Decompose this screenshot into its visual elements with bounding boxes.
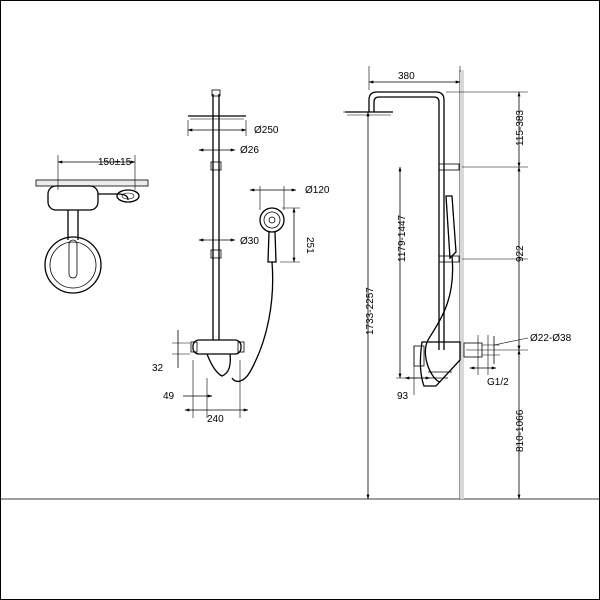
dim-spout-h-label: 32 [152, 363, 164, 374]
dim-projection-label: 380 [398, 71, 415, 82]
top-view-mixer-body [47, 185, 99, 211]
top-view-hand-shower-inner [121, 192, 135, 200]
dim-overall-label: 1733-2257 [365, 287, 376, 335]
front-hand-shower-handle [267, 231, 277, 263]
dim-riser-label: Ø30 [240, 236, 259, 247]
dim-bracket-label: 922 [515, 245, 526, 262]
top-view-arm [67, 210, 79, 240]
side-bracket-bottom [438, 255, 460, 263]
front-riser-joint-2 [210, 249, 222, 259]
side-wall-inlet [463, 342, 483, 358]
front-riser-joint-1 [210, 161, 222, 171]
front-hose [231, 261, 274, 383]
dim-hand-dia-label: Ø120 [305, 185, 330, 196]
dim-head-label: Ø250 [254, 125, 279, 136]
dim-offset-label: 93 [397, 391, 409, 402]
front-hand-shower-outer [259, 207, 285, 233]
dim-wallpipe-label: Ø22-Ø38 [530, 333, 572, 344]
dim-thread-label: G1/2 [487, 377, 509, 388]
dim-riser-length-label: 1179-1447 [397, 214, 408, 262]
front-mixer-knob-right [237, 341, 245, 353]
front-spout [206, 353, 231, 377]
top-view-handle [98, 193, 129, 201]
front-mixer-knob-left [190, 341, 198, 353]
front-hand-shower-center [268, 216, 276, 224]
front-view: Ø250 Ø26 Ø30 Ø120 251 32 [152, 89, 330, 425]
dim-spout-d-label: 49 [163, 391, 175, 402]
side-bracket-top [438, 163, 460, 171]
front-hand-shower-inner [263, 211, 281, 229]
dim-hand-len-label: 251 [304, 237, 315, 254]
dim-wallpipe-leader [493, 337, 529, 346]
side-view: 380 115-383 922 810-1066 1733-2257 1179-… [343, 66, 572, 500]
side-hose [424, 255, 454, 383]
top-view-head-inner [49, 241, 97, 289]
side-head-arm [368, 91, 445, 350]
top-view-hand-shower [116, 189, 140, 203]
front-mixer-body [192, 339, 242, 355]
top-view-wall [35, 179, 149, 187]
top-view: 150±15 [35, 155, 149, 294]
side-head-arm-inner [373, 96, 440, 350]
dim-spacing-label: 150±15 [98, 157, 132, 168]
dim-head-drop-label: 115-383 [515, 110, 526, 146]
top-view-head-hub [68, 239, 78, 279]
side-wall-hatch [460, 70, 464, 499]
front-riser-cap [211, 89, 221, 97]
side-mixer-spout [428, 371, 452, 379]
top-view-head-outer [44, 236, 102, 294]
side-hand-shower [445, 195, 457, 260]
dim-mixer-label: 240 [207, 414, 224, 425]
dim-mixer-height-label: 810-1066 [515, 409, 526, 452]
side-mixer-knob [413, 345, 425, 367]
dim-pipe-label: Ø26 [240, 145, 259, 156]
side-mixer-body [419, 341, 461, 387]
